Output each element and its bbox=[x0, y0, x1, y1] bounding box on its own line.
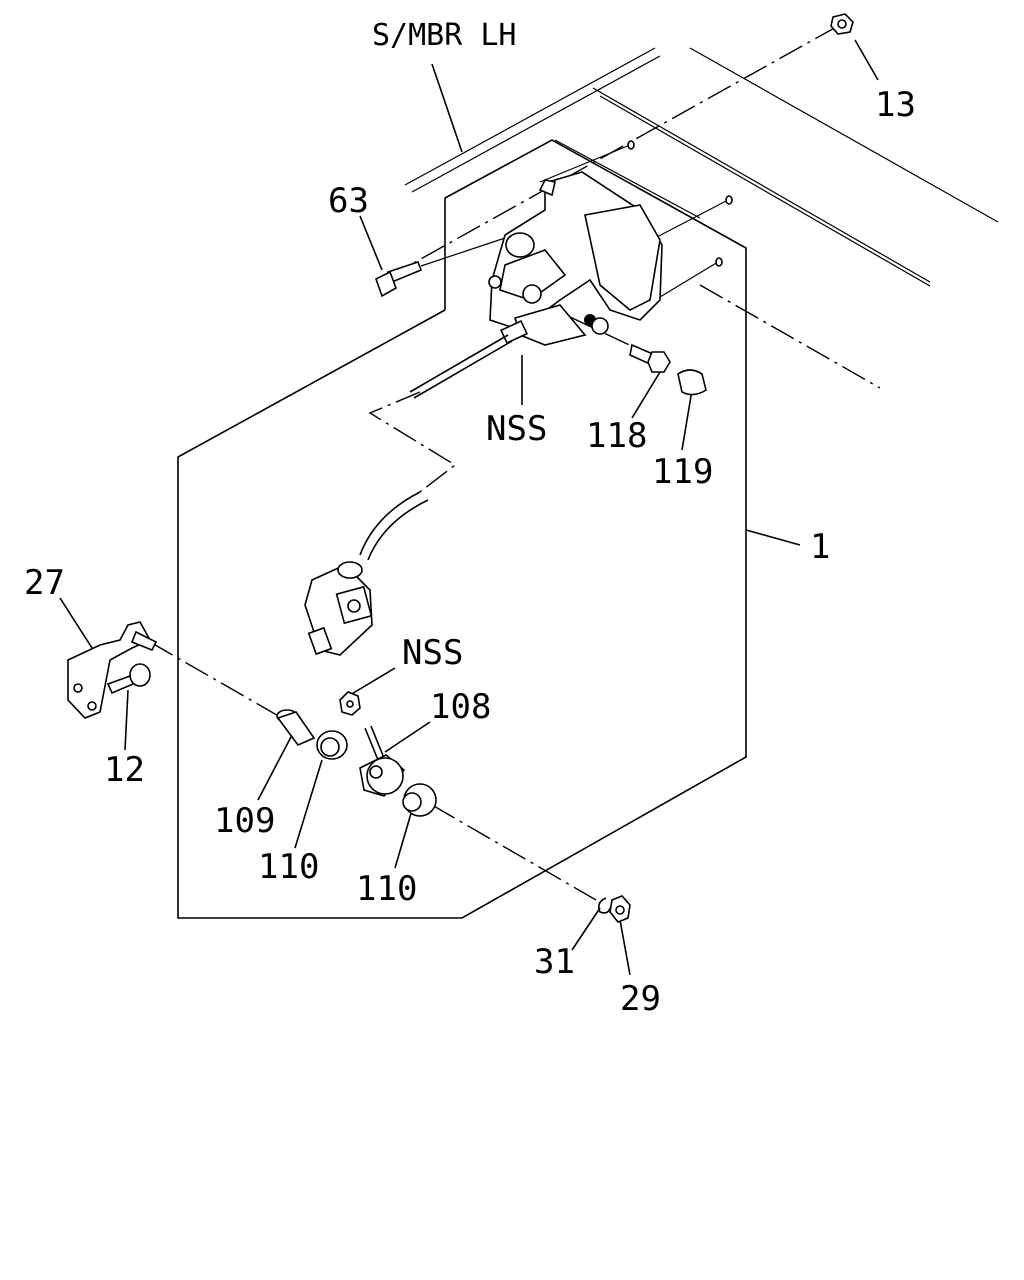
header-label: S/MBR LH bbox=[372, 18, 517, 53]
callout-110-right: 110 bbox=[356, 869, 417, 909]
callout-1: 1 bbox=[810, 527, 830, 567]
callout-29: 29 bbox=[620, 979, 661, 1019]
cap-119 bbox=[677, 369, 707, 396]
lower-cable bbox=[359, 491, 429, 561]
lower-sensor bbox=[304, 561, 373, 656]
assembly-boundary bbox=[177, 139, 747, 919]
callout-109: 109 bbox=[214, 801, 275, 841]
bolt-63 bbox=[375, 237, 506, 298]
callout-labels: S/MBR LH 13 63 NSS 118 119 1 27 12 NSS 1… bbox=[24, 18, 916, 1019]
callout-31: 31 bbox=[534, 942, 575, 982]
callout-13: 13 bbox=[875, 85, 916, 125]
callout-110-left: 110 bbox=[258, 847, 319, 887]
bolt-12 bbox=[106, 663, 151, 695]
collar-108 bbox=[359, 725, 406, 797]
callout-27: 27 bbox=[24, 563, 65, 603]
bracket-27 bbox=[67, 621, 158, 719]
callout-nss-mid: NSS bbox=[402, 633, 463, 673]
callout-nss-top: NSS bbox=[486, 409, 547, 449]
nut-29 bbox=[609, 895, 631, 923]
callout-118: 118 bbox=[586, 416, 647, 456]
callout-12: 12 bbox=[104, 750, 145, 790]
leader-lines bbox=[59, 39, 879, 976]
bushing-110-left bbox=[316, 730, 348, 760]
nut-13 bbox=[830, 13, 854, 35]
bushing-110-right bbox=[402, 783, 437, 817]
nut-nss-mid bbox=[339, 691, 361, 716]
callout-63: 63 bbox=[328, 181, 369, 221]
bolt-118 bbox=[629, 343, 671, 373]
assembly-centerlines bbox=[149, 25, 839, 901]
actuator-unit bbox=[409, 171, 663, 399]
bracket-screws bbox=[539, 140, 733, 301]
clip-31 bbox=[598, 897, 611, 914]
callout-119: 119 bbox=[652, 452, 713, 492]
pin-109 bbox=[276, 709, 316, 746]
callout-108: 108 bbox=[430, 687, 491, 727]
